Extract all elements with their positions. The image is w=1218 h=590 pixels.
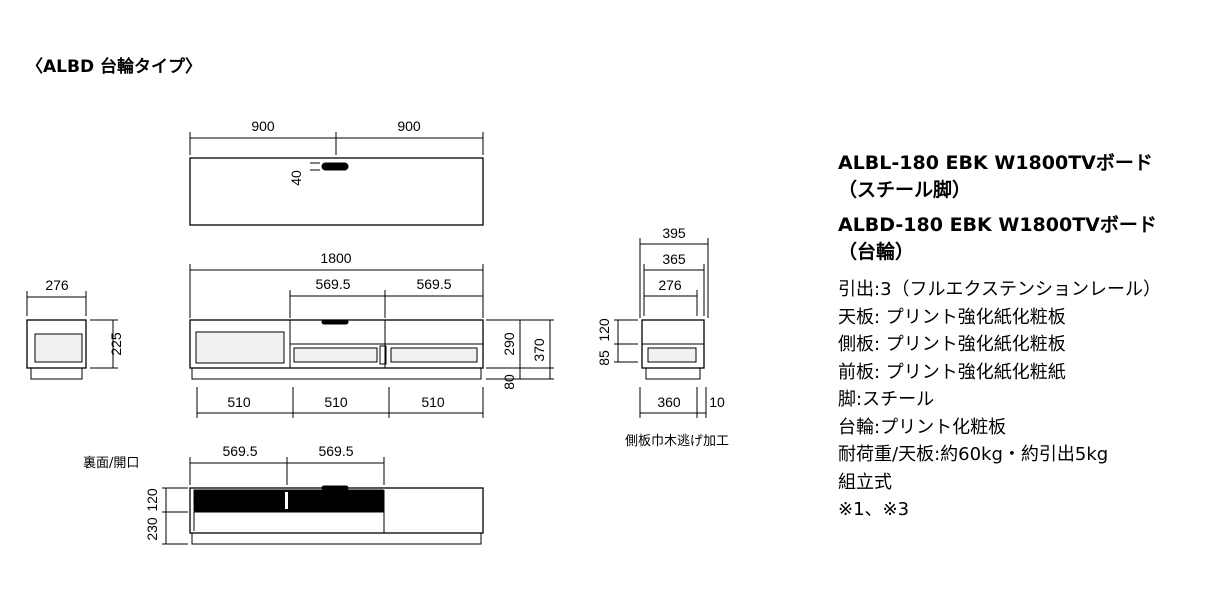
dim-front-plinth: 80 [501, 374, 517, 390]
spec-legs: 脚:スチール [838, 389, 935, 410]
dim-side-depth-inner: 276 [658, 277, 682, 293]
dim-front-width: 1800 [320, 250, 351, 266]
model-albd-note: （台輪） [838, 241, 915, 263]
side-cut-label: 側板巾木逃げ加工 [625, 434, 730, 449]
dim-front-drawer-left: 569.5 [315, 276, 350, 292]
spec-load: 耐荷重/天板:約60kg・約引出5kg [838, 444, 1109, 465]
spec-notes: ※1、※3 [838, 499, 910, 520]
back-view [162, 457, 484, 545]
spec-panel: ALBL-180 EBK W1800TVボード （スチール脚） ALBD-180… [838, 150, 1210, 524]
dim-front-bottom-1: 510 [227, 394, 251, 410]
dim-side-depth-total: 395 [662, 225, 686, 241]
spec-drawers: 引出:3（フルエクステンションレール） [838, 279, 1161, 300]
spec-list: 引出:3（フルエクステンションレール） 天板: プリント強化紙化粧板 側板: プ… [838, 276, 1210, 524]
spec-top-board: 天板: プリント強化紙化粧板 [838, 306, 1066, 328]
diagram-title: 〈ALBD 台輪タイプ〉 [26, 57, 202, 77]
model-albd-name: ALBD-180 EBK W1800TVボード [838, 214, 1157, 236]
model-albl-name: ALBL-180 EBK W1800TVボード [838, 152, 1153, 174]
dim-front-bottom-3: 510 [421, 394, 445, 410]
back-view-label: 裏面/開口 [83, 456, 140, 471]
model-albd: ALBD-180 EBK W1800TVボード （台輪） [838, 212, 1210, 266]
dim-small-height: 225 [108, 332, 124, 356]
side-section-view [614, 238, 709, 418]
front-view [189, 264, 554, 418]
dim-back-upper: 120 [144, 488, 160, 512]
dim-back-right: 569.5 [318, 443, 353, 459]
spec-plinth: 台輪:プリント化粧板 [838, 416, 1007, 438]
dim-side-bottom-gap: 10 [709, 394, 725, 410]
dim-top-depth: 40 [288, 170, 304, 186]
model-albl: ALBL-180 EBK W1800TVボード （スチール脚） [838, 150, 1210, 204]
dim-top-left: 900 [251, 118, 275, 134]
dim-back-left: 569.5 [222, 443, 257, 459]
dim-front-total-height: 370 [531, 338, 547, 362]
spec-front-board: 前板: プリント強化紙化粧紙 [838, 361, 1066, 383]
dim-front-bottom-2: 510 [324, 394, 348, 410]
cable-hole-icon [321, 162, 349, 171]
dim-side-lower: 85 [596, 350, 612, 366]
dim-side-depth-mid: 365 [662, 251, 686, 267]
small-side-view [26, 291, 118, 380]
dim-top-right: 900 [397, 118, 421, 134]
dim-front-body-height: 290 [501, 332, 517, 356]
dim-front-drawer-right: 569.5 [416, 276, 451, 292]
top-view [189, 132, 484, 226]
dim-side-upper: 120 [596, 318, 612, 342]
spec-side-board: 側板: プリント強化紙化粧板 [838, 334, 1066, 355]
model-albl-note: （スチール脚） [838, 179, 972, 201]
spec-assembly: 組立式 [838, 471, 892, 493]
dim-side-bottom: 360 [657, 394, 681, 410]
dim-small-width: 276 [45, 277, 69, 293]
dim-back-lower: 230 [144, 517, 160, 541]
